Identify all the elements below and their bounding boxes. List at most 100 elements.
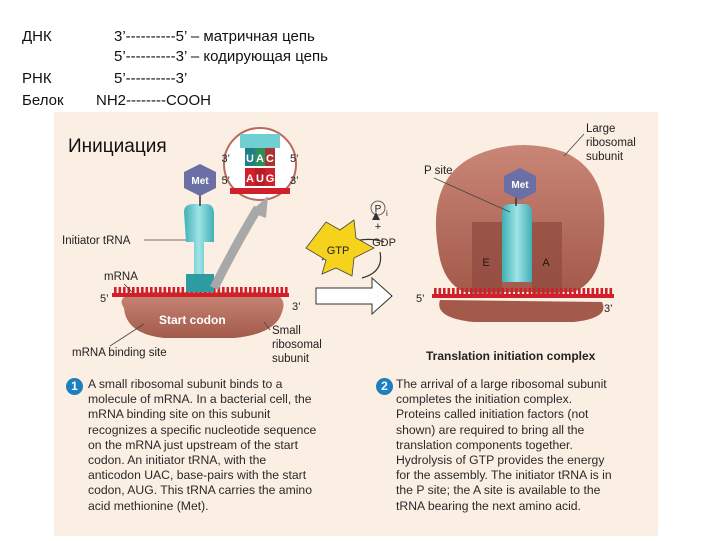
mrna-base xyxy=(443,288,446,296)
codon-base-2: U xyxy=(256,173,264,185)
mrna-5prime-left: 5’ xyxy=(100,293,109,305)
inset-5prime-bottom: 5’ xyxy=(221,175,230,187)
mrna-base xyxy=(114,287,117,295)
mrna-base xyxy=(267,287,270,295)
mrna-base xyxy=(226,287,230,295)
mrna-base xyxy=(609,288,613,296)
pi-subscript: i xyxy=(386,209,388,218)
mrna-base xyxy=(470,288,473,296)
step-1-number: 1 xyxy=(66,378,83,395)
translation-initiation-figure: Инициация Met U A C A U G 3’ 5’ 5’ 3’ xyxy=(54,112,658,536)
mrna-base xyxy=(136,287,140,295)
mrna-base xyxy=(438,288,442,296)
codon-base-1: A xyxy=(246,173,254,185)
mrna-base xyxy=(578,288,581,296)
mrna-base xyxy=(217,287,221,295)
mrna-base xyxy=(546,288,550,296)
mrna-base xyxy=(515,288,518,296)
mrna-base xyxy=(244,287,248,295)
mrna-base xyxy=(123,287,126,295)
mrna-base xyxy=(605,288,608,296)
mrna-base xyxy=(163,287,167,295)
step-1-caption: A small ribosomal subunit binds to a mol… xyxy=(88,377,317,513)
inset-3prime-bottom: 3’ xyxy=(290,175,299,187)
mrna-base xyxy=(497,288,500,296)
complex-title: Translation initiation complex xyxy=(426,349,596,363)
anticodon-base-2: A xyxy=(256,153,264,165)
process-arrow xyxy=(315,276,393,316)
pi-label: P xyxy=(375,204,382,215)
step-2-caption: The arrival of a large ribosomal subunit… xyxy=(396,377,612,513)
mrna-base xyxy=(501,288,505,296)
mrna-base xyxy=(181,287,185,295)
mrna-base xyxy=(582,288,586,296)
mrna-base xyxy=(452,288,455,296)
figure-title: Инициация xyxy=(68,136,167,157)
met-amino-acid-right xyxy=(504,168,536,200)
mrna-base xyxy=(434,288,437,296)
met-label-left: Met xyxy=(191,176,209,187)
mrna-base xyxy=(240,287,243,295)
mrna-base xyxy=(127,287,131,295)
label-p-site: P site xyxy=(424,165,453,177)
gtp-burst xyxy=(305,219,375,277)
mrna-base xyxy=(519,288,523,296)
mrna-base xyxy=(456,288,460,296)
mrna-base xyxy=(262,287,266,295)
mrna-base xyxy=(587,288,590,296)
mrna-base xyxy=(168,287,171,295)
mrna-base xyxy=(253,287,257,295)
mrna-base xyxy=(591,288,595,296)
inset-5prime-top: 5’ xyxy=(290,153,299,165)
mrna-base xyxy=(510,288,514,296)
label-start-codon: Start codon xyxy=(159,313,226,327)
mrna-base xyxy=(141,287,144,295)
pi-circle xyxy=(370,200,386,216)
mrna-base xyxy=(461,288,464,296)
mrna-base xyxy=(249,287,252,295)
mrna-bases-right xyxy=(434,288,613,296)
mrna-base xyxy=(132,287,135,295)
mrna-base xyxy=(235,287,239,295)
mrna-base xyxy=(159,287,162,295)
mrna-base xyxy=(258,287,261,295)
met-amino-acid-left xyxy=(184,164,216,196)
header-value-dna-template: 3’----------5’ – матричная цепь xyxy=(114,28,315,45)
met-label-right: Met xyxy=(511,180,529,191)
mrna-base xyxy=(213,287,216,295)
small-subunit-right xyxy=(439,300,604,322)
label-initiator-trna: Initiator tRNA xyxy=(62,235,131,247)
mrna-base xyxy=(524,288,527,296)
mrna-base xyxy=(537,288,541,296)
header-value-dna-coding: 5’----------3’ – кодирующая цепь xyxy=(114,48,328,65)
step-2-number: 2 xyxy=(376,378,393,395)
a-site-label: A xyxy=(542,257,550,269)
mrna-3prime-right: 3’ xyxy=(604,303,613,315)
mrna-base xyxy=(564,288,568,296)
plus-sign: + xyxy=(375,221,381,233)
codon-base-3: G xyxy=(266,173,275,185)
mrna-base xyxy=(145,287,149,295)
header-label-dna: ДНК xyxy=(22,28,52,45)
mrna-base xyxy=(533,288,536,296)
mrna-3prime-left: 3’ xyxy=(292,301,301,313)
mrna-base xyxy=(285,287,288,295)
mrna-base xyxy=(506,288,509,296)
mrna-base xyxy=(222,287,225,295)
mrna-base xyxy=(447,288,451,296)
mrna-base xyxy=(492,288,496,296)
header-label-protein: Белок xyxy=(22,92,64,109)
e-site-label: E xyxy=(482,257,489,269)
mrna-base xyxy=(172,287,176,295)
mrna-base xyxy=(474,288,478,296)
mrna-base xyxy=(177,287,180,295)
label-mrna-binding-site: mRNA binding site xyxy=(72,347,167,359)
header-value-protein: NH2--------COOH xyxy=(96,92,211,109)
anticodon-base-3: C xyxy=(266,153,274,165)
mrna-base xyxy=(596,288,599,296)
label-mrna: mRNA xyxy=(104,271,138,283)
inset-3prime-top: 3’ xyxy=(221,153,230,165)
mrna-base xyxy=(154,287,158,295)
mrna-base xyxy=(555,288,559,296)
